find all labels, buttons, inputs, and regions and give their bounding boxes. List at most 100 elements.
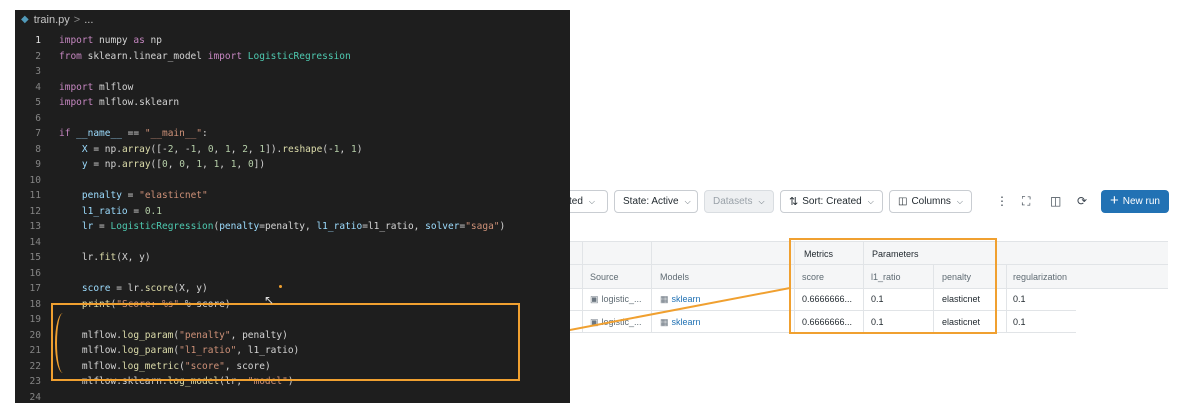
code-token: LogisticRegression: [242, 50, 351, 62]
created-filter-dropdown[interactable]: ted ⌵: [560, 190, 608, 213]
regularization-column-header[interactable]: regularization: [1013, 272, 1068, 282]
code-token: from: [59, 50, 82, 62]
code-token: l1_ratio: [59, 205, 128, 217]
datasets-filter-dropdown[interactable]: Datasets ⌵: [704, 190, 774, 213]
table-row-source[interactable]: ▣logistic_...: [590, 294, 642, 305]
code-line[interactable]: lr.fit(X, y): [59, 250, 151, 266]
annotation-bracket: [55, 313, 71, 373]
code-token: penalty: [219, 221, 260, 232]
code-token: mlflow.: [59, 345, 122, 356]
code-line[interactable]: mlflow.log_param("l1_ratio", l1_ratio): [59, 343, 299, 359]
code-token: ([: [150, 159, 162, 170]
code-token: LogisticRegression: [110, 221, 214, 232]
breadcrumb-file[interactable]: train.py: [33, 13, 70, 26]
table-border: [794, 241, 795, 332]
sidebar-toggle-icon[interactable]: ◫: [1050, 194, 1062, 208]
table-border: [933, 264, 934, 332]
code-token: ]).: [265, 143, 283, 155]
code-token: log_param: [121, 329, 174, 341]
code-token: 0: [247, 159, 254, 170]
code-token: mlflow.sklearn.: [59, 376, 168, 387]
sort-label: Sort: Created: [802, 196, 862, 207]
code-token: reshape: [282, 143, 323, 155]
code-line[interactable]: mlflow.log_metric("score", score): [59, 359, 271, 375]
table-row-model[interactable]: ▦sklearn: [660, 294, 701, 305]
code-token: , penalty): [230, 329, 288, 341]
sort-dropdown[interactable]: ⇅ Sort: Created ⌵: [780, 190, 883, 213]
models-column-header[interactable]: Models: [660, 272, 690, 282]
code-line[interactable]: mlflow.log_param("penalty", penalty): [59, 328, 288, 344]
source-column-header[interactable]: Source: [590, 272, 619, 282]
columns-dropdown[interactable]: ◫ Columns ⌵: [889, 190, 972, 213]
code-line[interactable]: l1_ratio = 0.1: [59, 204, 162, 220]
refresh-icon[interactable]: ⟳: [1077, 194, 1088, 208]
line-number: 12: [29, 205, 41, 217]
line-number: 20: [29, 329, 41, 341]
table-row-source[interactable]: ▣logistic_...: [590, 317, 642, 328]
l1-ratio-column-header[interactable]: l1_ratio: [871, 272, 901, 282]
fullscreen-icon[interactable]: ⛶: [1022, 194, 1031, 208]
table-row-regularization: 0.1: [1013, 317, 1026, 327]
penalty-column-header[interactable]: penalty: [942, 272, 972, 282]
code-line[interactable]: import mlflow: [59, 80, 133, 96]
plus-icon: +: [1109, 192, 1119, 209]
chevron-down-icon: ⌵: [588, 196, 595, 206]
code-token: ,: [167, 159, 180, 170]
code-token: = lr.: [110, 283, 145, 294]
code-token: ([-: [150, 143, 168, 155]
line-number: 16: [29, 267, 41, 279]
code-line[interactable]: if __name__ == "__main__":: [59, 126, 208, 142]
table-border: [582, 241, 583, 332]
line-number: 23: [29, 376, 41, 387]
code-line[interactable]: lr = LogisticRegression(penalty=penalty,…: [59, 219, 505, 235]
code-token: ,: [247, 143, 260, 155]
code-token: penalty: [59, 190, 122, 201]
code-token: ,: [184, 159, 197, 170]
code-token: (X, y): [116, 252, 151, 263]
code-token: (: [213, 221, 220, 232]
code-token: 1: [190, 143, 197, 155]
code-token: =: [93, 221, 111, 232]
line-number: 15: [29, 252, 41, 263]
code-token: "l1_ratio": [179, 345, 237, 356]
code-line[interactable]: penalty = "elasticnet": [59, 188, 208, 204]
code-line[interactable]: mlflow.sklearn.log_model(lr, "model"): [59, 374, 294, 390]
line-number: 18: [29, 298, 41, 310]
new-run-button[interactable]: + New run: [1101, 190, 1169, 213]
code-token: "elasticnet": [139, 190, 208, 201]
line-number: 22: [29, 360, 41, 372]
created-filter-label: ted: [569, 196, 583, 207]
code-line[interactable]: score = lr.score(X, y): [59, 281, 208, 297]
code-token: = np.: [87, 143, 122, 155]
columns-icon: ◫: [898, 196, 908, 207]
table-row-l1-ratio: 0.1: [871, 317, 884, 327]
more-options-icon[interactable]: ⋮: [996, 194, 1008, 208]
code-token: 1: [259, 143, 266, 155]
mlflow-logging-highlight: [51, 303, 520, 381]
code-line[interactable]: import numpy as np: [59, 33, 162, 49]
code-token: np: [144, 35, 162, 46]
score-column-header[interactable]: score: [802, 272, 825, 282]
code-line[interactable]: import mlflow.sklearn: [59, 95, 179, 111]
code-token: mlflow.: [59, 360, 122, 372]
code-token: ,: [202, 159, 214, 170]
code-token: ,: [219, 159, 231, 170]
code-token: "saga": [465, 221, 500, 232]
breadcrumb-more[interactable]: ...: [84, 13, 94, 26]
code-line[interactable]: from sklearn.linear_model import Logisti…: [59, 49, 351, 65]
code-line[interactable]: y = np.array([0, 0, 1, 1, 1, 0]): [59, 157, 265, 173]
parameters-group-header: Parameters: [872, 249, 919, 259]
table-border: [568, 310, 1076, 311]
table-border: [568, 288, 1168, 289]
code-token: 0: [179, 159, 185, 170]
table-row-penalty: elasticnet: [942, 317, 981, 327]
line-number: 19: [29, 314, 41, 325]
state-filter-dropdown[interactable]: State: Active ⌵: [614, 190, 698, 213]
code-line[interactable]: X = np.array([-2, -1, 0, 1, 2, 1]).resha…: [59, 142, 363, 158]
line-number: 24: [29, 391, 41, 403]
code-token: (lr,: [219, 376, 248, 387]
code-token: array: [121, 143, 151, 155]
table-row-model[interactable]: ▦sklearn: [660, 317, 701, 328]
code-token: as: [133, 35, 145, 46]
